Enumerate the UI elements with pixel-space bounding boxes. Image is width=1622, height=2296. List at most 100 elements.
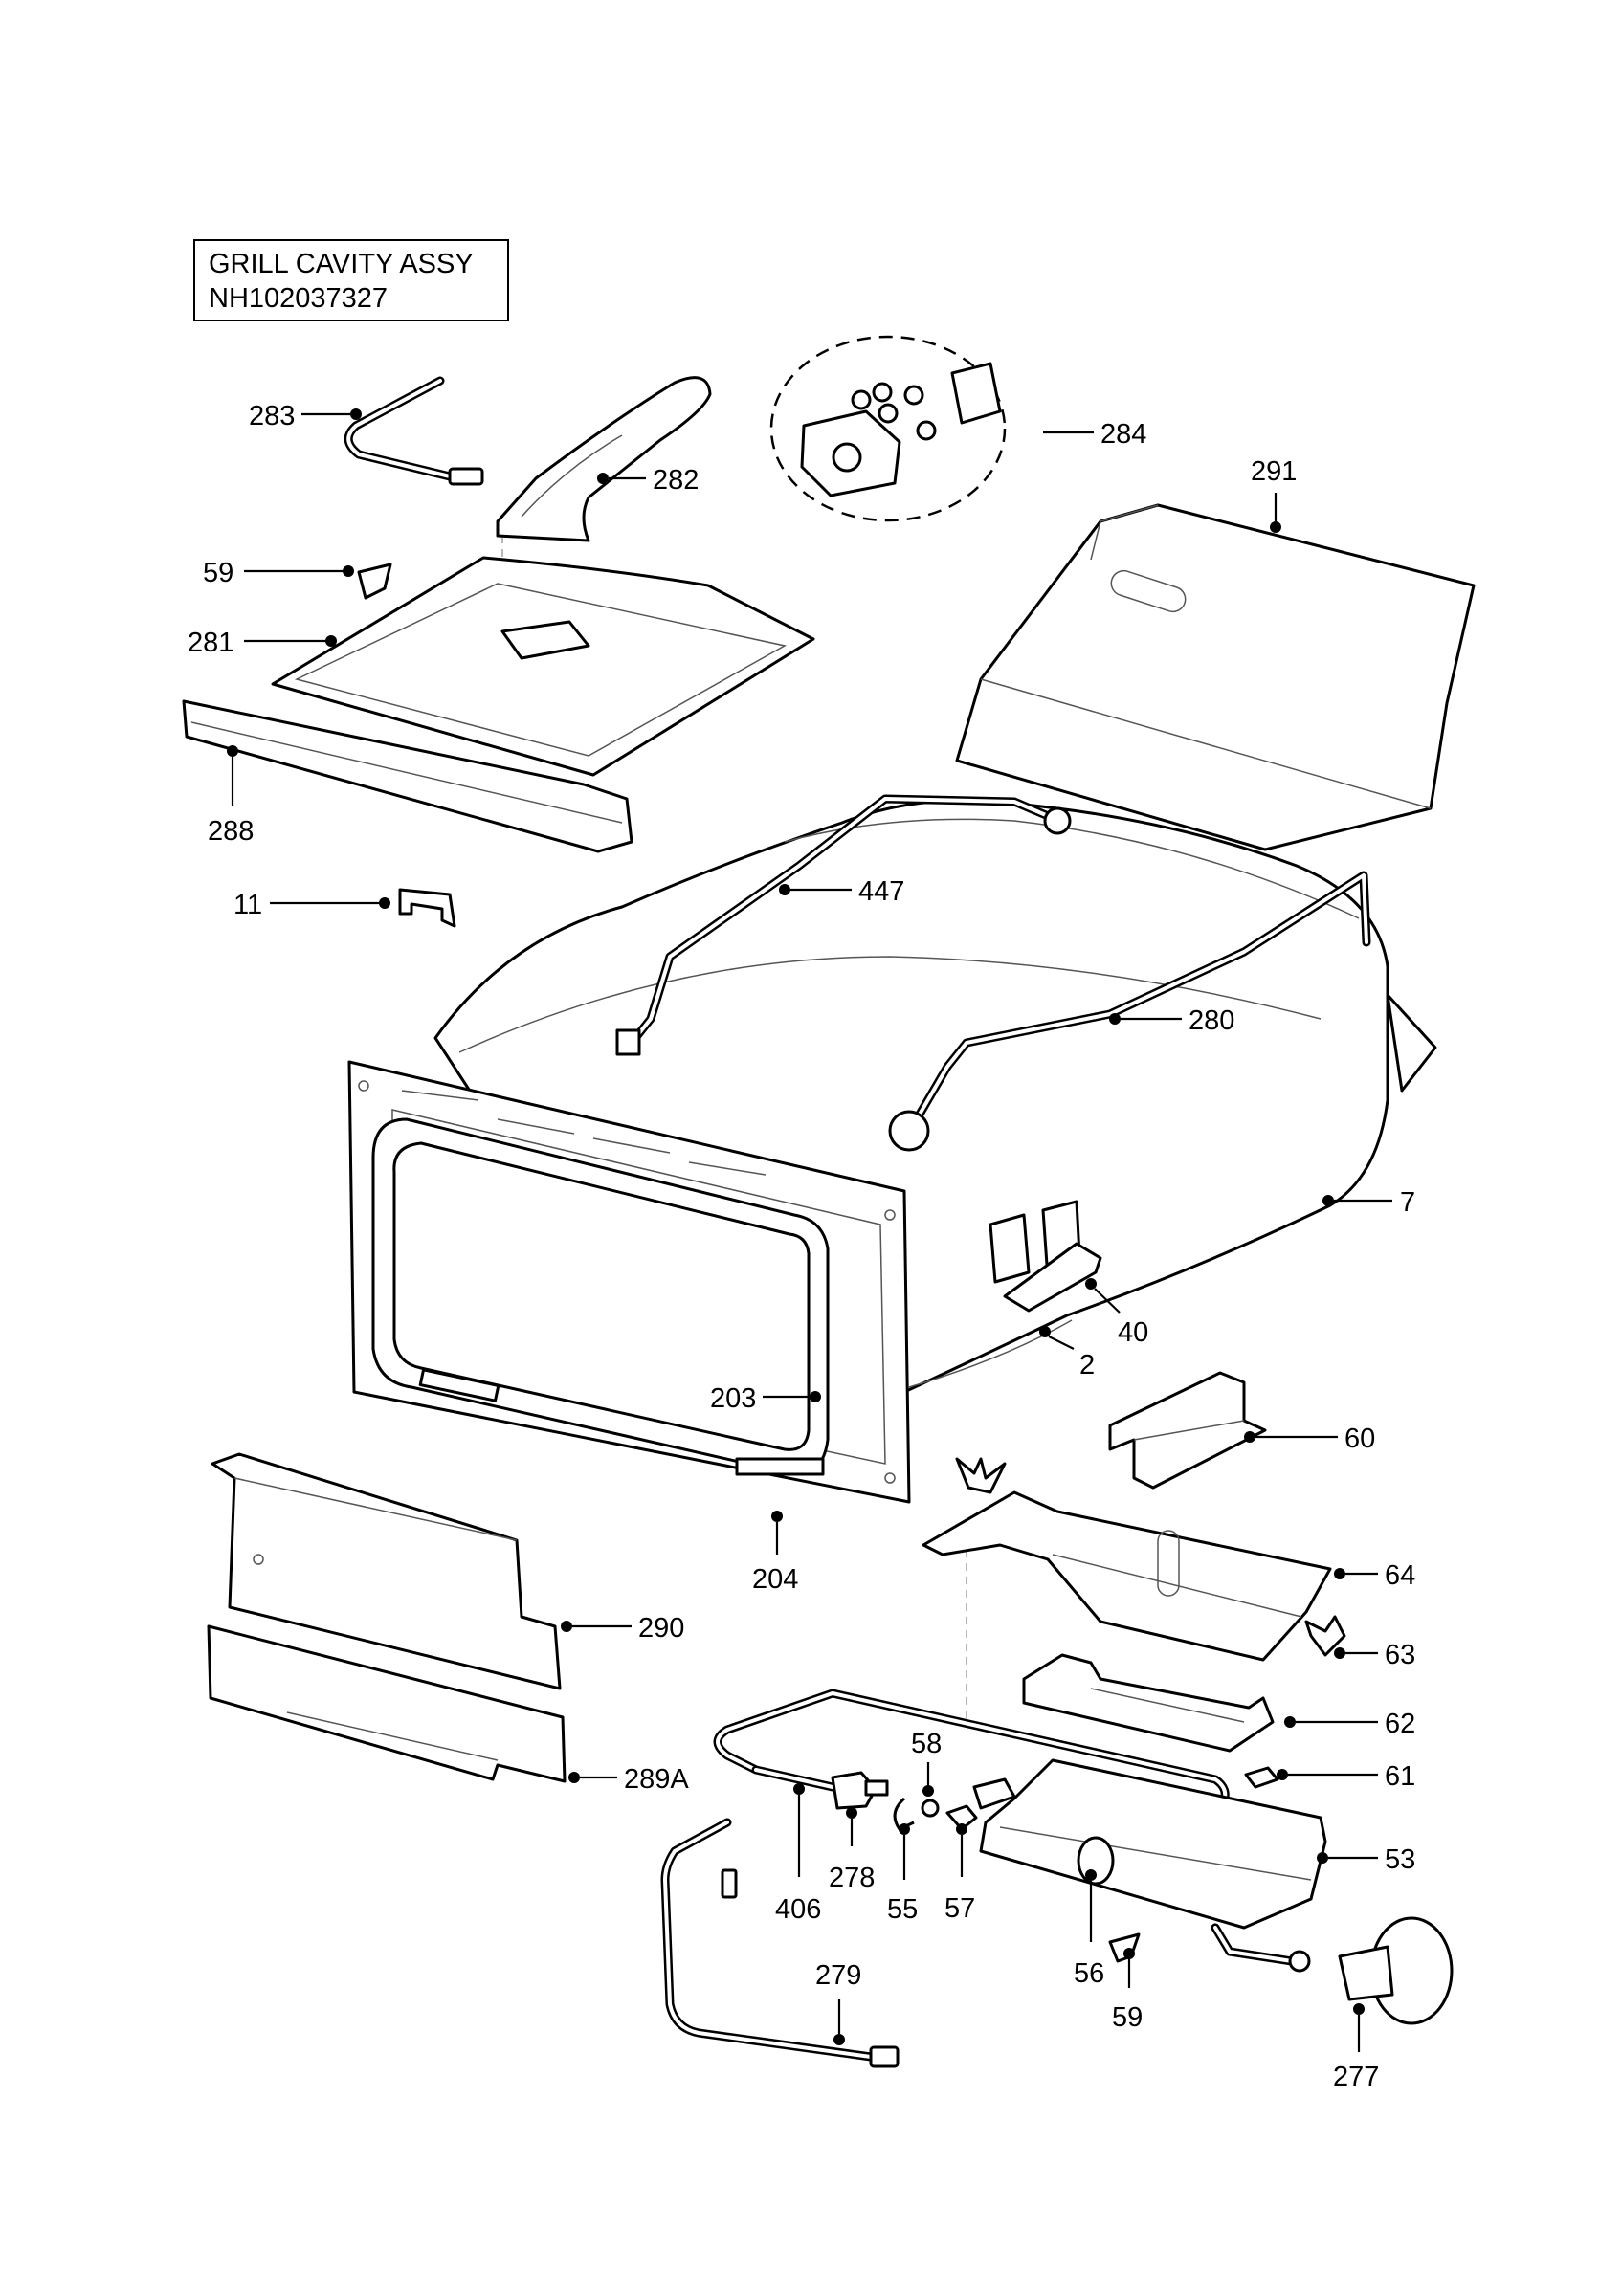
part-288-strip xyxy=(182,699,633,853)
part-2-strap xyxy=(908,1319,1073,1388)
callout-282: 282 xyxy=(597,465,699,496)
callout-label-204: 204 xyxy=(752,1564,798,1595)
callout-dot xyxy=(325,635,337,647)
callout-label-11: 11 xyxy=(233,890,262,920)
callout-label-7: 7 xyxy=(1400,1187,1415,1218)
callout-dot xyxy=(1334,1568,1345,1579)
callout-dot xyxy=(846,1807,857,1819)
callout-label-282: 282 xyxy=(653,465,699,496)
callout-label-56: 56 xyxy=(1074,1958,1104,1989)
callout-label-281: 281 xyxy=(188,628,233,658)
part-59-clip-upper xyxy=(357,563,392,600)
part-55-58-small-parts xyxy=(893,1797,940,1831)
callout-dot xyxy=(1353,2003,1365,2015)
callout-label-284: 284 xyxy=(1100,419,1146,450)
part-61-clip xyxy=(1244,1766,1279,1789)
callout-290: 290 xyxy=(561,1613,684,1644)
callout-dot xyxy=(1334,1647,1345,1659)
part-290-panel xyxy=(211,1452,562,1690)
part-282-duct xyxy=(496,376,712,542)
callout-dot xyxy=(227,745,238,757)
part-289a-panel xyxy=(207,1624,567,1783)
part-57-plug xyxy=(945,1804,978,1831)
callout-dot xyxy=(1085,1278,1097,1290)
callout-label-63: 63 xyxy=(1385,1640,1415,1670)
callout-label-2: 2 xyxy=(1079,1350,1095,1380)
callout-59-upper: 59 xyxy=(203,558,354,588)
callout-label-280: 280 xyxy=(1189,1005,1234,1036)
callout-284: 284 xyxy=(1043,419,1146,450)
callout-289a: 289A xyxy=(568,1764,689,1795)
callout-label-406: 406 xyxy=(775,1894,821,1925)
part-60-bracket xyxy=(1108,1371,1267,1490)
callout-dot xyxy=(1322,1195,1334,1206)
callout-dot xyxy=(1039,1326,1051,1337)
part-59-clip-lower xyxy=(1108,1932,1141,1963)
callout-dot xyxy=(1085,1869,1097,1881)
callout-40: 40 xyxy=(1085,1278,1148,1348)
callout-dot xyxy=(899,1823,910,1835)
callout-label-203: 203 xyxy=(710,1383,756,1414)
callout-dot xyxy=(561,1621,572,1632)
callout-label-283: 283 xyxy=(249,401,295,431)
callout-dot xyxy=(379,897,390,909)
callout-label-289a: 289A xyxy=(624,1764,689,1795)
callout-dot xyxy=(350,408,362,420)
callout-280: 280 xyxy=(1109,1005,1234,1036)
callout-dot xyxy=(1284,1716,1296,1728)
part-279-wire xyxy=(660,1818,900,2068)
callout-label-60: 60 xyxy=(1344,1424,1375,1454)
callout-dot xyxy=(771,1511,783,1522)
callout-dot xyxy=(1270,521,1281,533)
callout-61: 61 xyxy=(1277,1761,1415,1792)
callout-label-447: 447 xyxy=(858,876,904,907)
callout-63: 63 xyxy=(1334,1640,1415,1670)
callout-label-40: 40 xyxy=(1118,1317,1148,1348)
callout-62: 62 xyxy=(1284,1709,1415,1739)
callout-204: 204 xyxy=(752,1511,798,1595)
callout-283: 283 xyxy=(249,401,362,431)
part-283-wire xyxy=(344,376,484,486)
callout-dot xyxy=(793,1783,805,1795)
callout-label-55: 55 xyxy=(887,1894,918,1925)
callouts: 283 282 284 291 59 281 288 xyxy=(188,401,1415,2092)
part-280-wire xyxy=(888,871,1371,1152)
part-62-tray xyxy=(1022,1653,1275,1753)
callout-278: 278 xyxy=(829,1807,875,1893)
callout-dot xyxy=(1123,1948,1135,1959)
callout-label-278: 278 xyxy=(829,1863,875,1893)
callout-203: 203 xyxy=(710,1383,821,1414)
callout-406: 406 xyxy=(775,1783,821,1925)
callout-11: 11 xyxy=(233,890,390,920)
callout-7: 7 xyxy=(1322,1187,1415,1218)
callout-label-59: 59 xyxy=(203,558,233,588)
callout-label-57: 57 xyxy=(944,1893,975,1924)
callout-label-62: 62 xyxy=(1385,1709,1415,1739)
callout-dot xyxy=(1109,1013,1121,1025)
part-64-panel xyxy=(922,1457,1332,1662)
callout-55: 55 xyxy=(887,1823,918,1925)
assembly-title: GRILL CAVITY ASSY xyxy=(209,249,474,279)
part-291-cover xyxy=(955,503,1476,851)
callout-label-290: 290 xyxy=(638,1613,684,1644)
callout-288: 288 xyxy=(208,745,254,847)
callout-label-58: 58 xyxy=(911,1729,942,1759)
callout-dot xyxy=(810,1391,821,1402)
callout-label-291: 291 xyxy=(1251,456,1297,487)
callout-label-64: 64 xyxy=(1385,1560,1415,1591)
callout-291: 291 xyxy=(1251,456,1297,533)
callout-60: 60 xyxy=(1244,1424,1375,1454)
callout-dot xyxy=(1244,1431,1255,1443)
callout-dot xyxy=(343,565,354,577)
part-284-kit xyxy=(769,335,1007,522)
part-203-door-seal xyxy=(371,1117,830,1476)
callout-label-279: 279 xyxy=(815,1960,861,1991)
callout-label-277: 277 xyxy=(1333,2062,1379,2092)
callout-dot xyxy=(568,1772,580,1783)
callout-label-53: 53 xyxy=(1385,1844,1415,1875)
part-406-element xyxy=(713,1689,1230,1808)
assembly-part-number: NH102037327 xyxy=(209,283,389,314)
callout-2: 2 xyxy=(1039,1326,1095,1380)
callout-447: 447 xyxy=(779,876,904,907)
